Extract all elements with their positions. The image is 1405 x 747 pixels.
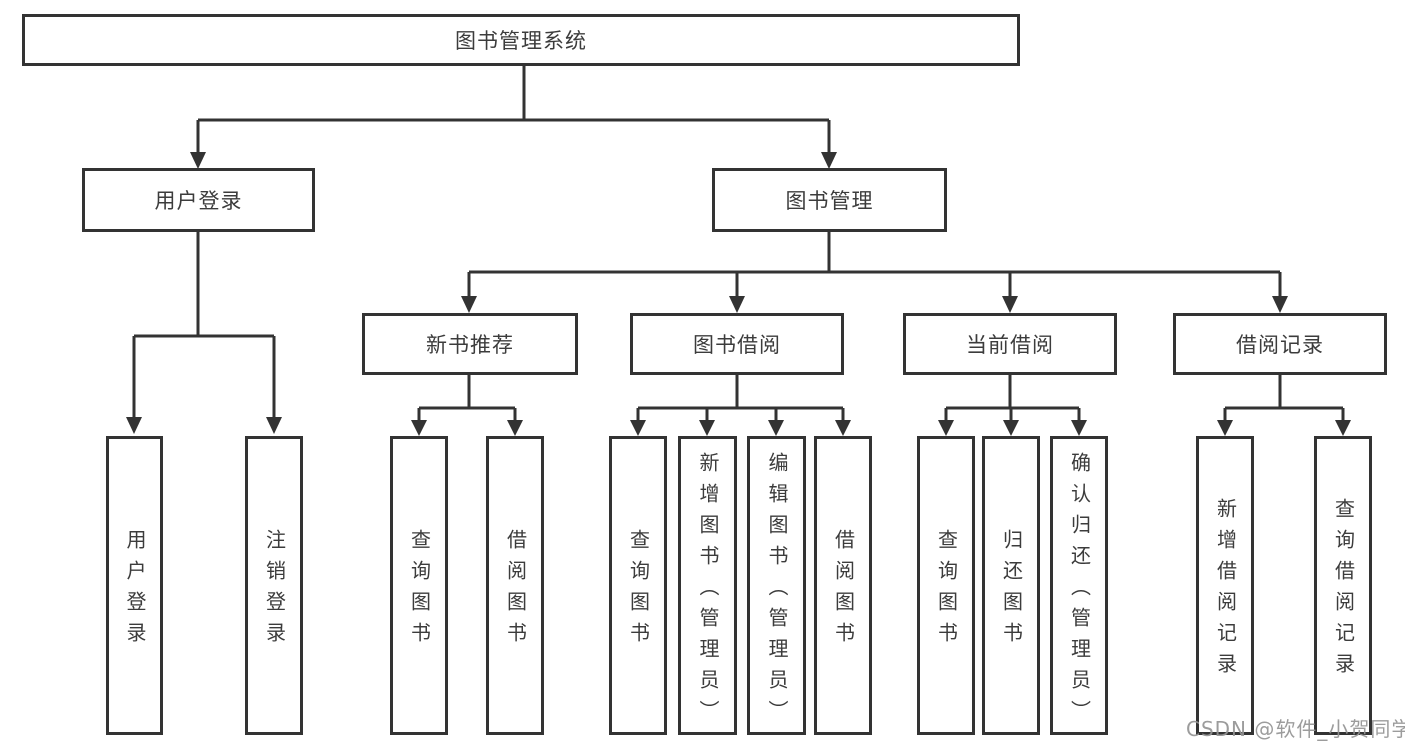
- leaf-label: 查询图书: [934, 529, 959, 653]
- leaf-borrow-books-recommend: 借阅图书: [486, 436, 544, 735]
- leaf-label: 归还图书: [999, 529, 1024, 653]
- node-label: 用户登录: [154, 189, 243, 213]
- leaf-label: 查询图书: [407, 529, 432, 653]
- node-label: 借阅记录: [1236, 333, 1324, 357]
- node-user-login: 用户登录: [82, 168, 315, 232]
- node-label: 新书推荐: [426, 333, 514, 357]
- leaf-edit-book-admin: 编辑图书（管理员）: [747, 436, 806, 735]
- leaf-label: 借阅图书: [831, 529, 856, 653]
- node-label: 图书借阅: [693, 333, 781, 357]
- leaf-label: 借阅图书: [503, 529, 528, 653]
- node-label: 图书管理: [785, 189, 874, 213]
- leaf-confirm-return-admin: 确认归还（管理员）: [1050, 436, 1108, 735]
- leaf-label: 编辑图书（管理员）: [765, 451, 789, 731]
- leaf-label: 新增图书（管理员）: [696, 451, 720, 731]
- leaf-logout: 注销登录: [245, 436, 303, 735]
- leaf-add-book-admin: 新增图书（管理员）: [678, 436, 737, 735]
- leaf-label: 用户登录: [123, 529, 147, 653]
- leaf-borrow-books: 借阅图书: [814, 436, 872, 735]
- node-new-book-recommend: 新书推荐: [362, 313, 578, 375]
- leaf-label: 新增借阅记录: [1213, 498, 1238, 684]
- csdn-watermark: CSDN @软件_小贺同学: [1186, 717, 1405, 741]
- leaf-return-books: 归还图书: [982, 436, 1040, 735]
- node-book-borrow: 图书借阅: [630, 313, 844, 375]
- leaf-add-borrow-record: 新增借阅记录: [1196, 436, 1254, 735]
- node-current-borrow: 当前借阅: [903, 313, 1117, 375]
- leaf-query-books-recommend: 查询图书: [390, 436, 448, 735]
- leaf-label: 查询借阅记录: [1331, 498, 1356, 684]
- leaf-label: 注销登录: [262, 529, 287, 653]
- leaf-query-books-borrow: 查询图书: [609, 436, 667, 735]
- leaf-query-borrow-record: 查询借阅记录: [1314, 436, 1372, 735]
- leaf-label: 确认归还（管理员）: [1067, 451, 1092, 731]
- leaf-user-login: 用户登录: [106, 436, 163, 735]
- node-library-management-system: 图书管理系统: [22, 14, 1020, 66]
- node-label: 图书管理系统: [455, 29, 587, 53]
- node-borrow-records: 借阅记录: [1173, 313, 1387, 375]
- node-label: 当前借阅: [966, 333, 1054, 357]
- node-book-management: 图书管理: [712, 168, 947, 232]
- leaf-query-books-current: 查询图书: [917, 436, 975, 735]
- leaf-label: 查询图书: [626, 529, 651, 653]
